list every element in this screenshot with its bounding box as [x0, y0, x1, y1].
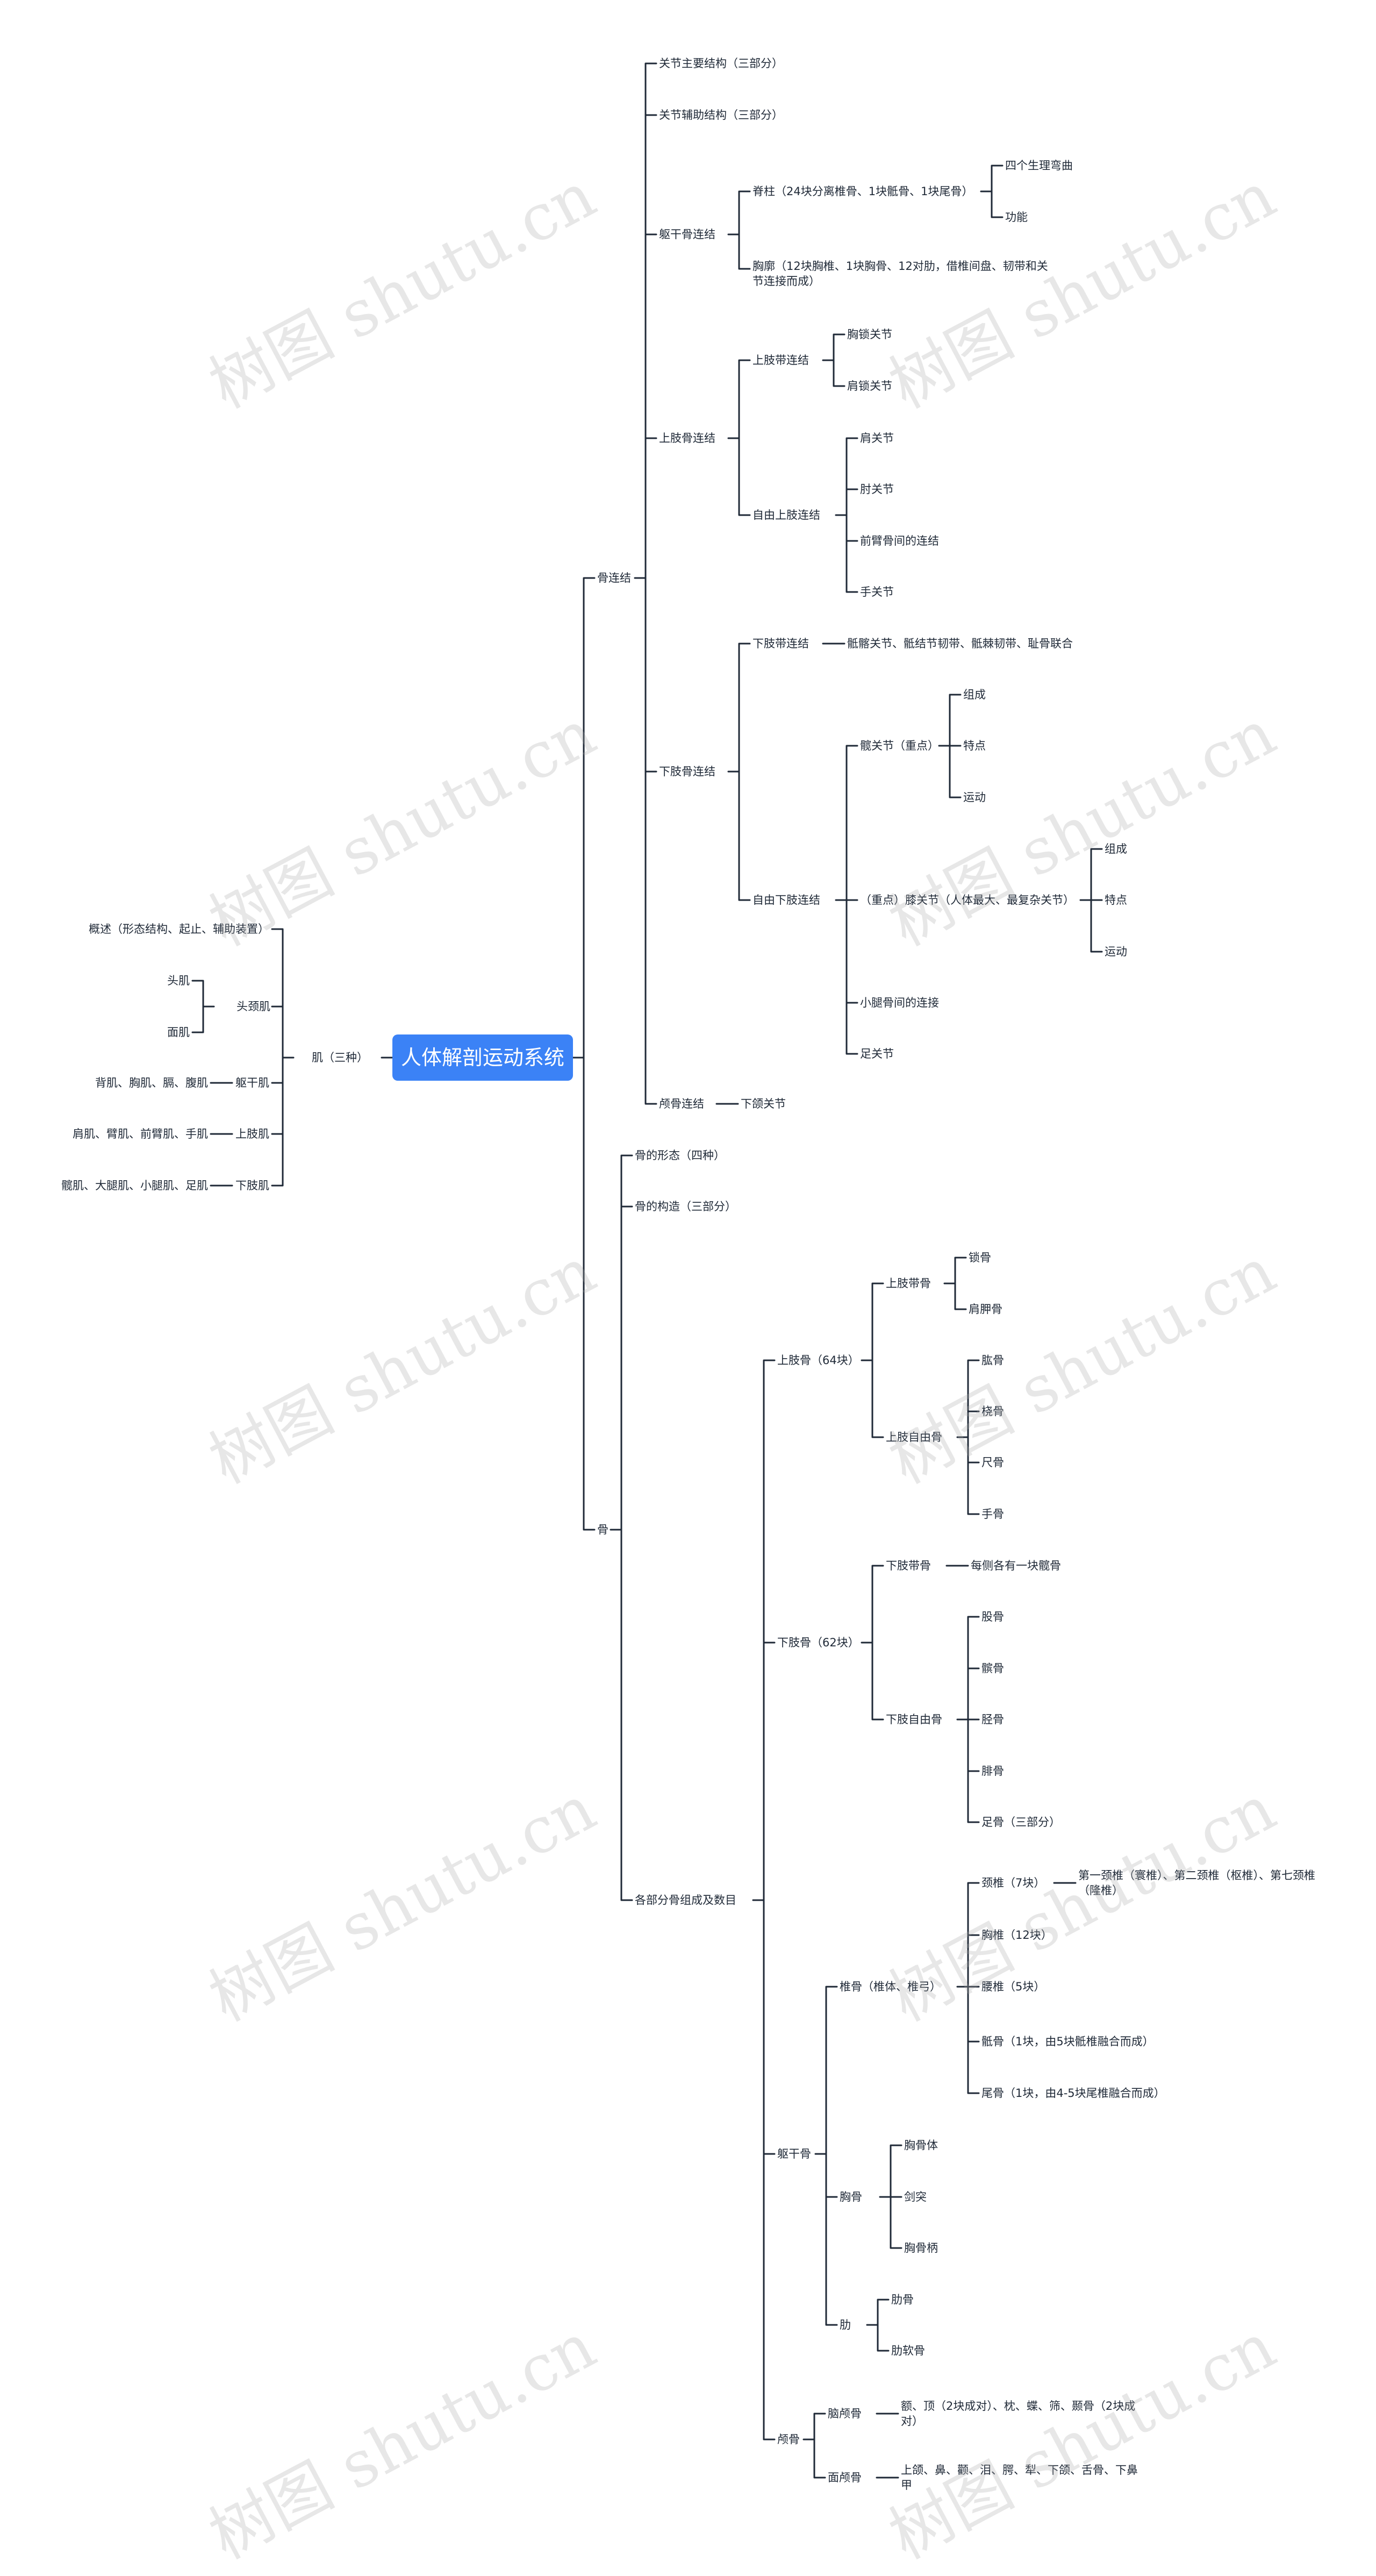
node-manubrium[interactable]: 胸骨柄	[904, 2242, 938, 2254]
node-free-lower-bone[interactable]: 下肢自由骨	[886, 1713, 942, 1726]
node-cervical-detail[interactable]: 第一颈椎（寰椎）、第二颈椎（枢椎）、第七颈椎（隆椎）	[1078, 1869, 1315, 1897]
node-fibula[interactable]: 腓骨	[981, 1765, 1004, 1778]
node-thorax[interactable]: 胸廓（12块胸椎、1块胸骨、12对肋，借椎间盘、韧带和关节连接而成）	[752, 260, 1048, 288]
node-spine[interactable]: 脊柱（24块分离椎骨、1块骶骨、1块尾骨）	[752, 185, 973, 198]
node-trunk-joint[interactable]: 躯干骨连结	[659, 228, 715, 241]
node-lower-joint[interactable]: 下肢骨连结	[659, 765, 715, 778]
node-clavicle[interactable]: 锁骨	[969, 1251, 991, 1264]
node-bone-structure[interactable]: 骨的构造（三部分）	[635, 1200, 736, 1213]
node-bone-form[interactable]: 骨的形态（四种）	[635, 1149, 725, 1162]
node-jaw-joint[interactable]: 下颌关节	[741, 1097, 786, 1110]
node-costal-cartilage[interactable]: 肋软骨	[891, 2344, 925, 2357]
node-hip-bone[interactable]: 每侧各有一块髋骨	[971, 1559, 1061, 1572]
node-knee-feature[interactable]: 特点	[1105, 894, 1127, 907]
node-forearm-joint[interactable]: 前臂骨间的连结	[860, 534, 939, 547]
node-sternum-body[interactable]: 胸骨体	[904, 2139, 938, 2152]
node-viscerocranium[interactable]: 面颅骨	[828, 2471, 862, 2484]
node-humerus[interactable]: 肱骨	[981, 1354, 1004, 1367]
node-knee-movement[interactable]: 运动	[1105, 945, 1127, 958]
node-knee-joint[interactable]: （重点）膝关节（人体最大、最复杂关节）	[860, 894, 1074, 907]
node-femur[interactable]: 股骨	[981, 1610, 1004, 1623]
node-lower-girdle-bone[interactable]: 下肢带骨	[886, 1559, 931, 1572]
node-lower-muscle-detail[interactable]: 髋肌、大腿肌、小腿肌、足肌	[61, 1179, 208, 1192]
node-rib[interactable]: 肋	[840, 2318, 851, 2331]
node-hand-bone[interactable]: 手骨	[981, 1508, 1004, 1521]
node-knee-composition[interactable]: 组成	[1105, 843, 1127, 855]
node-xiphoid[interactable]: 剑突	[904, 2190, 927, 2203]
node-free-upper-bone[interactable]: 上肢自由骨	[886, 1431, 942, 1444]
node-trunk-muscle[interactable]: 躯干肌	[235, 1076, 269, 1089]
node-rib-bone[interactable]: 肋骨	[891, 2293, 914, 2306]
node-muscle[interactable]: 肌（三种）	[312, 1051, 368, 1064]
node-hip-movement[interactable]: 运动	[963, 791, 986, 804]
node-head-neck-muscle[interactable]: 头颈肌	[236, 1000, 270, 1013]
node-sternum[interactable]: 胸骨	[840, 2190, 862, 2203]
node-upper-girdle-bone[interactable]: 上肢带骨	[886, 1277, 931, 1290]
node-lower-bone[interactable]: 下肢骨（62块）	[777, 1636, 859, 1649]
node-skull-joint[interactable]: 颅骨连结	[659, 1097, 704, 1110]
node-free-upper-joint[interactable]: 自由上肢连结	[752, 509, 820, 522]
node-upper-joint[interactable]: 上肢骨连结	[659, 432, 715, 445]
node-lower-girdle-detail[interactable]: 骶髂关节、骶结节韧带、骶棘韧带、耻骨联合	[847, 637, 1073, 650]
node-skull-bone[interactable]: 颅骨	[777, 2433, 800, 2446]
node-spine-curve[interactable]: 四个生理弯曲	[1005, 159, 1073, 172]
node-coccyx[interactable]: 尾骨（1块，由4-5块尾椎融合而成）	[981, 2087, 1165, 2100]
node-elbow-joint[interactable]: 肘关节	[860, 483, 894, 496]
node-vertebra[interactable]: 椎骨（椎体、椎弓）	[840, 1980, 941, 1993]
node-hip-joint[interactable]: 髋关节（重点）	[860, 739, 939, 752]
node-bone-joint[interactable]: 骨连结	[597, 572, 631, 584]
node-bone[interactable]: 骨	[597, 1523, 608, 1536]
node-shoulder-joint[interactable]: 肩关节	[860, 432, 894, 445]
node-joint-aux[interactable]: 关节辅助结构（三部分）	[659, 109, 783, 122]
node-upper-girdle-joint[interactable]: 上肢带连结	[752, 354, 809, 367]
node-upper-muscle[interactable]: 上肢肌	[235, 1128, 269, 1140]
node-lower-muscle[interactable]: 下肢肌	[235, 1179, 269, 1192]
node-patella[interactable]: 髌骨	[981, 1662, 1004, 1675]
node-trunk-muscle-detail[interactable]: 背肌、胸肌、膈、腹肌	[95, 1076, 208, 1089]
node-lower-girdle-joint[interactable]: 下肢带连结	[752, 637, 809, 650]
node-sternoclavicular[interactable]: 胸锁关节	[847, 328, 892, 341]
node-leg-bone-joint[interactable]: 小腿骨间的连接	[860, 996, 939, 1009]
node-head-muscle[interactable]: 头肌	[167, 974, 190, 987]
node-radius[interactable]: 桡骨	[981, 1405, 1004, 1418]
node-tibia[interactable]: 胫骨	[981, 1713, 1004, 1726]
node-hip-feature[interactable]: 特点	[963, 739, 986, 752]
node-hand-joint[interactable]: 手关节	[860, 586, 894, 598]
node-free-lower-joint[interactable]: 自由下肢连结	[752, 894, 820, 907]
node-sacrum[interactable]: 骶骨（1块，由5块骶椎融合而成）	[981, 2035, 1154, 2048]
node-cervical[interactable]: 颈椎（7块）	[981, 1876, 1045, 1889]
node-scapula[interactable]: 肩胛骨	[969, 1303, 1002, 1316]
node-bone-parts[interactable]: 各部分骨组成及数目	[635, 1894, 736, 1907]
node-ulna[interactable]: 尺骨	[981, 1456, 1004, 1469]
node-neurocranium[interactable]: 脑颅骨	[828, 2407, 862, 2420]
node-face-muscle[interactable]: 面肌	[167, 1026, 190, 1039]
node-acromioclavicular[interactable]: 肩锁关节	[847, 380, 892, 393]
node-thoracic[interactable]: 胸椎（12块）	[981, 1929, 1052, 1942]
node-foot-joint[interactable]: 足关节	[860, 1047, 894, 1060]
node-neurocranium-detail[interactable]: 额、顶（2块成对）、枕、蝶、筛、颞骨（2块成对）	[901, 2400, 1136, 2428]
node-muscle-overview[interactable]: 概述（形态结构、起止、辅助装置）	[89, 923, 269, 936]
node-spine-function[interactable]: 功能	[1005, 211, 1028, 224]
root-topic[interactable]: 人体解剖运动系统	[392, 1034, 573, 1081]
node-upper-muscle-detail[interactable]: 肩肌、臂肌、前臂肌、手肌	[73, 1128, 208, 1140]
node-viscerocranium-detail[interactable]: 上颌、鼻、颧、泪、腭、犁、下颌、舌骨、下鼻甲	[901, 2464, 1138, 2492]
node-foot-bone[interactable]: 足骨（三部分）	[981, 1816, 1060, 1829]
node-joint-main[interactable]: 关节主要结构（三部分）	[659, 57, 783, 70]
node-trunk-bone[interactable]: 躯干骨	[777, 2147, 811, 2160]
node-hip-composition[interactable]: 组成	[963, 688, 986, 701]
node-lumbar[interactable]: 腰椎（5块）	[981, 1980, 1045, 1993]
node-upper-bone[interactable]: 上肢骨（64块）	[777, 1354, 859, 1367]
